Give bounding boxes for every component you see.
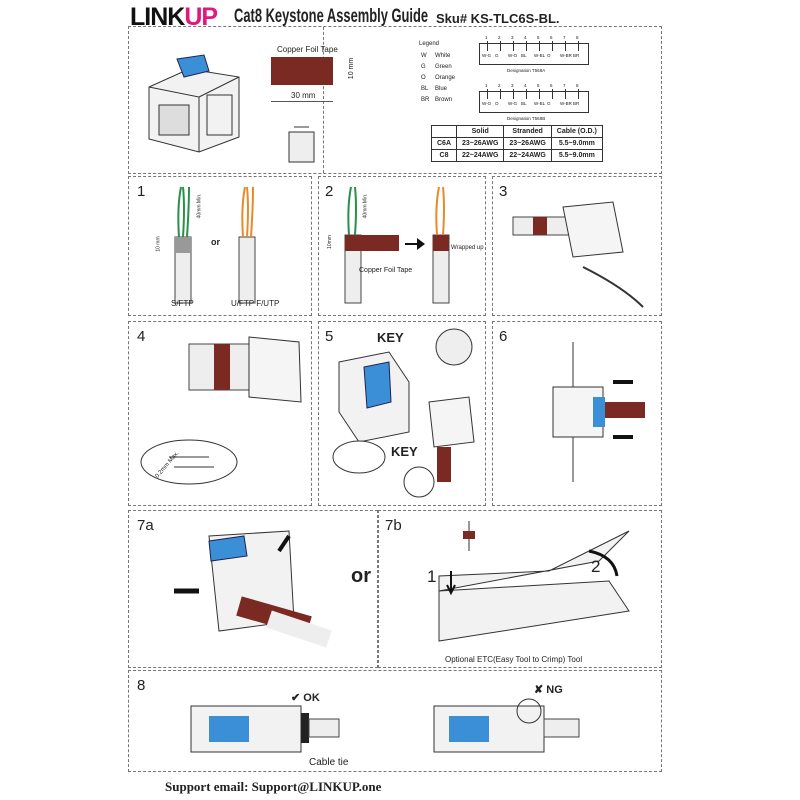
wire-label: W-BL bbox=[534, 53, 546, 58]
step-5-panel: 5 KEY KEY bbox=[318, 321, 486, 506]
wire-label: G bbox=[547, 101, 551, 106]
pin-number: 5 bbox=[537, 83, 540, 88]
wire-label: BR bbox=[573, 101, 580, 106]
step-8-panel: 8 ✔ OK ✘ NG Cable tie bbox=[128, 670, 662, 772]
wire-label: O bbox=[547, 53, 551, 58]
page-title: Cat8 Keystone Assembly Guide bbox=[234, 6, 429, 27]
or-label: or bbox=[211, 237, 220, 247]
sftp-label: S/FTP bbox=[171, 299, 194, 308]
keystone-jack-image bbox=[148, 54, 315, 163]
cable-strip-image bbox=[174, 186, 256, 304]
tool-caption: Optional ETC(Easy Tool to Crimp) Tool bbox=[445, 655, 583, 664]
wire-label: W-O bbox=[482, 101, 492, 106]
wire-label: BR bbox=[573, 53, 580, 58]
legend-title: Legend bbox=[419, 41, 440, 47]
step-2-panel: 2 40mm Min. 10mm Copper Foil Tape Wrappe… bbox=[318, 176, 486, 316]
wire-label: W-BL bbox=[534, 101, 546, 106]
tape-width: 30 mm bbox=[291, 91, 316, 100]
key-label: KEY bbox=[391, 444, 418, 459]
trim-wires-image bbox=[140, 336, 302, 485]
hand-crimp-image bbox=[174, 530, 332, 648]
pin-number: 3 bbox=[511, 35, 514, 40]
step-number: 4 bbox=[137, 328, 146, 345]
pin-number: 1 bbox=[485, 83, 488, 88]
step-1-panel: 1 40mm Min. 10 mm or S/FTP U/FTP F/UTP bbox=[128, 176, 312, 316]
step-6-panel: 6 bbox=[492, 321, 662, 506]
min-length-label: 40mm Min. bbox=[196, 193, 203, 219]
step-number: 1 bbox=[137, 183, 146, 200]
wire-label: W-BR bbox=[560, 101, 572, 106]
step-number: 6 bbox=[499, 328, 508, 345]
step-number: 5 bbox=[325, 328, 334, 345]
step-number: 2 bbox=[325, 183, 334, 200]
wire-label: BL bbox=[521, 101, 527, 106]
tape-title: Copper Foil Tape bbox=[277, 45, 338, 54]
final-check-image bbox=[190, 698, 580, 753]
step-number: 7b bbox=[385, 517, 402, 534]
wire-label: W-O bbox=[508, 53, 518, 58]
min-length-label: 40mm Min. bbox=[362, 193, 369, 219]
uftp-label: U/FTP F/UTP bbox=[231, 299, 280, 308]
tape-height: 10 mm bbox=[348, 57, 356, 80]
pin-number: 1 bbox=[485, 35, 488, 40]
key-label: KEY bbox=[377, 330, 404, 345]
sku: Sku# KS-TLC6S-BL. bbox=[436, 11, 560, 26]
pin-number: 2 bbox=[498, 83, 501, 88]
insert-cable-image bbox=[512, 201, 644, 308]
wire-label: W-G bbox=[482, 53, 492, 58]
etc-tool-image bbox=[438, 521, 630, 642]
pin-number: 7 bbox=[563, 35, 566, 40]
pin-number: 8 bbox=[576, 35, 579, 40]
copper-tape-swatch bbox=[271, 57, 333, 85]
pin-number: 6 bbox=[550, 35, 553, 40]
step-7a-panel: 7a or bbox=[128, 510, 378, 668]
pin-number: 2 bbox=[498, 35, 501, 40]
wire-label: BL bbox=[521, 53, 527, 58]
pin-number: 4 bbox=[524, 35, 527, 40]
step-2-label: 2 bbox=[591, 557, 601, 576]
copper-tape-label: Copper Foil Tape bbox=[359, 267, 413, 274]
step-3-panel: 3 bbox=[492, 176, 662, 316]
step-number: 8 bbox=[137, 677, 146, 694]
tape-wrap-image bbox=[344, 186, 450, 304]
designation-caption: Designation T568B bbox=[507, 116, 546, 121]
step-7b-panel: 7b 1 2 Optional ETC(Easy Tool to Crimp) … bbox=[378, 510, 662, 668]
wire-label: W-BR bbox=[560, 53, 572, 58]
support-email: Support email: Support@LINKUP.one bbox=[165, 779, 382, 794]
cable-tie-label: Cable tie bbox=[309, 757, 349, 768]
wrapped-label: Wrapped up bbox=[451, 245, 484, 251]
pin-number: 8 bbox=[576, 83, 579, 88]
wire-label: G bbox=[495, 53, 499, 58]
wire-label: O bbox=[495, 101, 499, 106]
ok-label: ✔ OK bbox=[291, 692, 320, 704]
designation-caption: Designation T568A bbox=[507, 68, 546, 73]
wire-label: W-G bbox=[508, 101, 518, 106]
shield-length-label: 10 mm bbox=[155, 236, 162, 252]
pin-number: 5 bbox=[537, 35, 540, 40]
key-align-image bbox=[332, 328, 475, 498]
pin-number: 3 bbox=[511, 83, 514, 88]
pin-number: 6 bbox=[550, 83, 553, 88]
pin-number: 7 bbox=[563, 83, 566, 88]
press-cap-image bbox=[552, 342, 645, 482]
step-1-label: 1 bbox=[427, 567, 437, 586]
tape-length-label: 10mm bbox=[326, 235, 333, 249]
step-number: 7a bbox=[137, 517, 154, 534]
or-label: or bbox=[351, 565, 371, 587]
pin-number: 4 bbox=[524, 83, 527, 88]
step-4-panel: 4 0.2mm Max. bbox=[128, 321, 312, 506]
ng-label: ✘ NG bbox=[534, 684, 563, 696]
step-number: 3 bbox=[499, 183, 508, 200]
